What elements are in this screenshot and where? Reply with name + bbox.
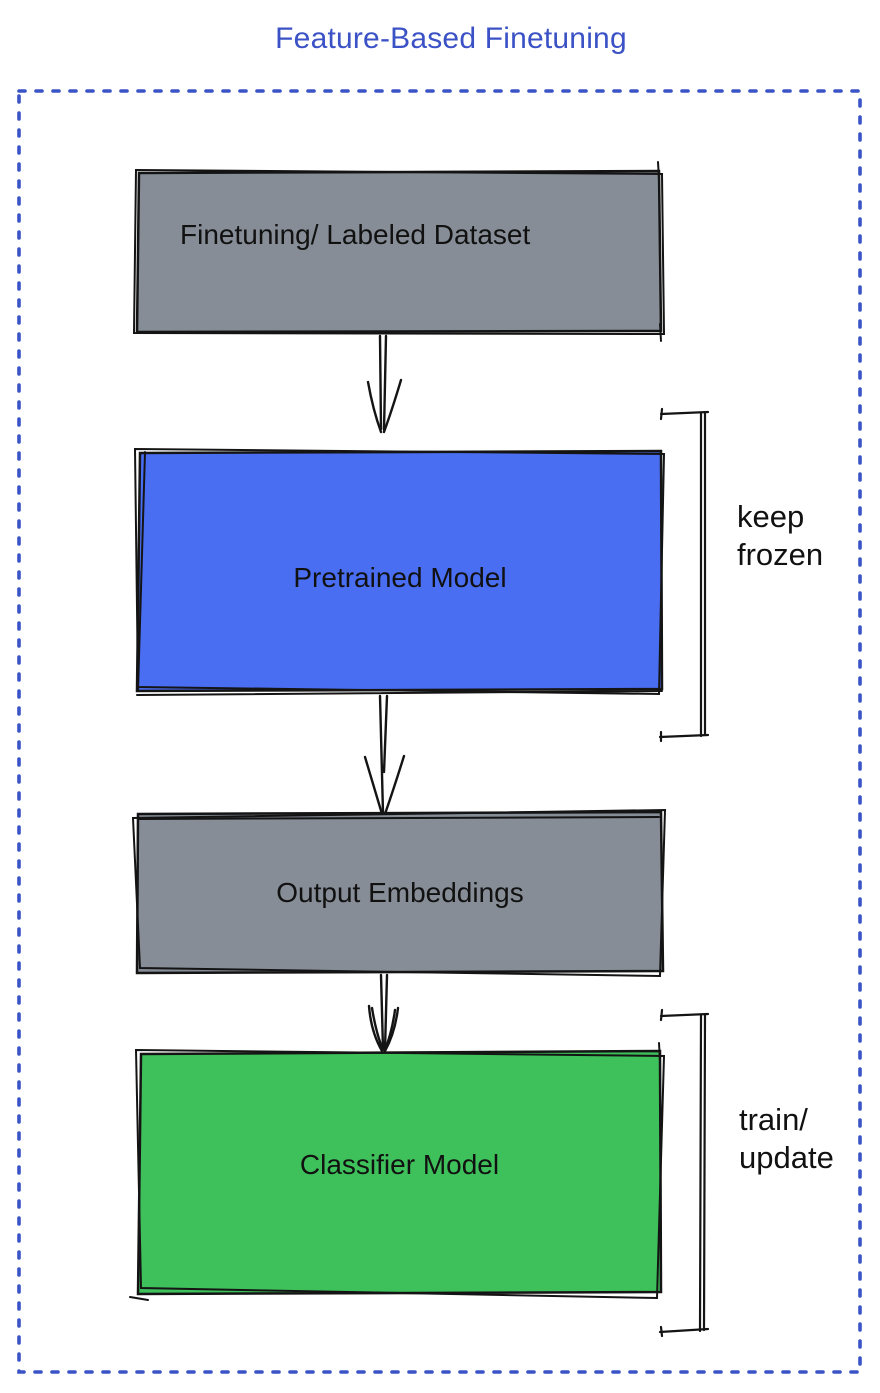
annotation-keep-frozen: keep frozen	[737, 498, 823, 574]
node-classifier-model-shape	[129, 1042, 666, 1301]
annotation-train-update-line2: update	[739, 1140, 834, 1175]
arrow-pretrained-to-embeddings	[363, 694, 406, 816]
arrow-embeddings-to-classifier	[367, 973, 400, 1053]
node-pretrained-model-shape	[133, 447, 666, 696]
annotation-train-update: train/ update	[739, 1101, 834, 1177]
node-output-embeddings-shape	[131, 808, 667, 978]
node-output-embeddings-label: Output Embeddings	[276, 877, 524, 908]
node-classifier-model-label: Classifier Model	[299, 1149, 500, 1180]
dashed-boundary	[17, 89, 862, 1374]
arrow-dataset-to-pretrained	[366, 334, 403, 434]
bracket-keep-frozen	[658, 407, 710, 743]
annotation-train-update-line1: train/	[739, 1102, 808, 1137]
diagram-title: Feature-Based Finetuning	[275, 22, 627, 55]
node-finetuning-dataset-label: Finetuning/ Labeled Dataset	[180, 219, 531, 250]
annotation-keep-frozen-line1: keep	[737, 499, 805, 534]
node-finetuning-dataset-shape	[132, 161, 666, 342]
bracket-train-update	[658, 1008, 710, 1338]
node-pretrained-model-label: Pretrained Model	[293, 562, 507, 593]
annotation-keep-frozen-line2: frozen	[737, 537, 824, 572]
